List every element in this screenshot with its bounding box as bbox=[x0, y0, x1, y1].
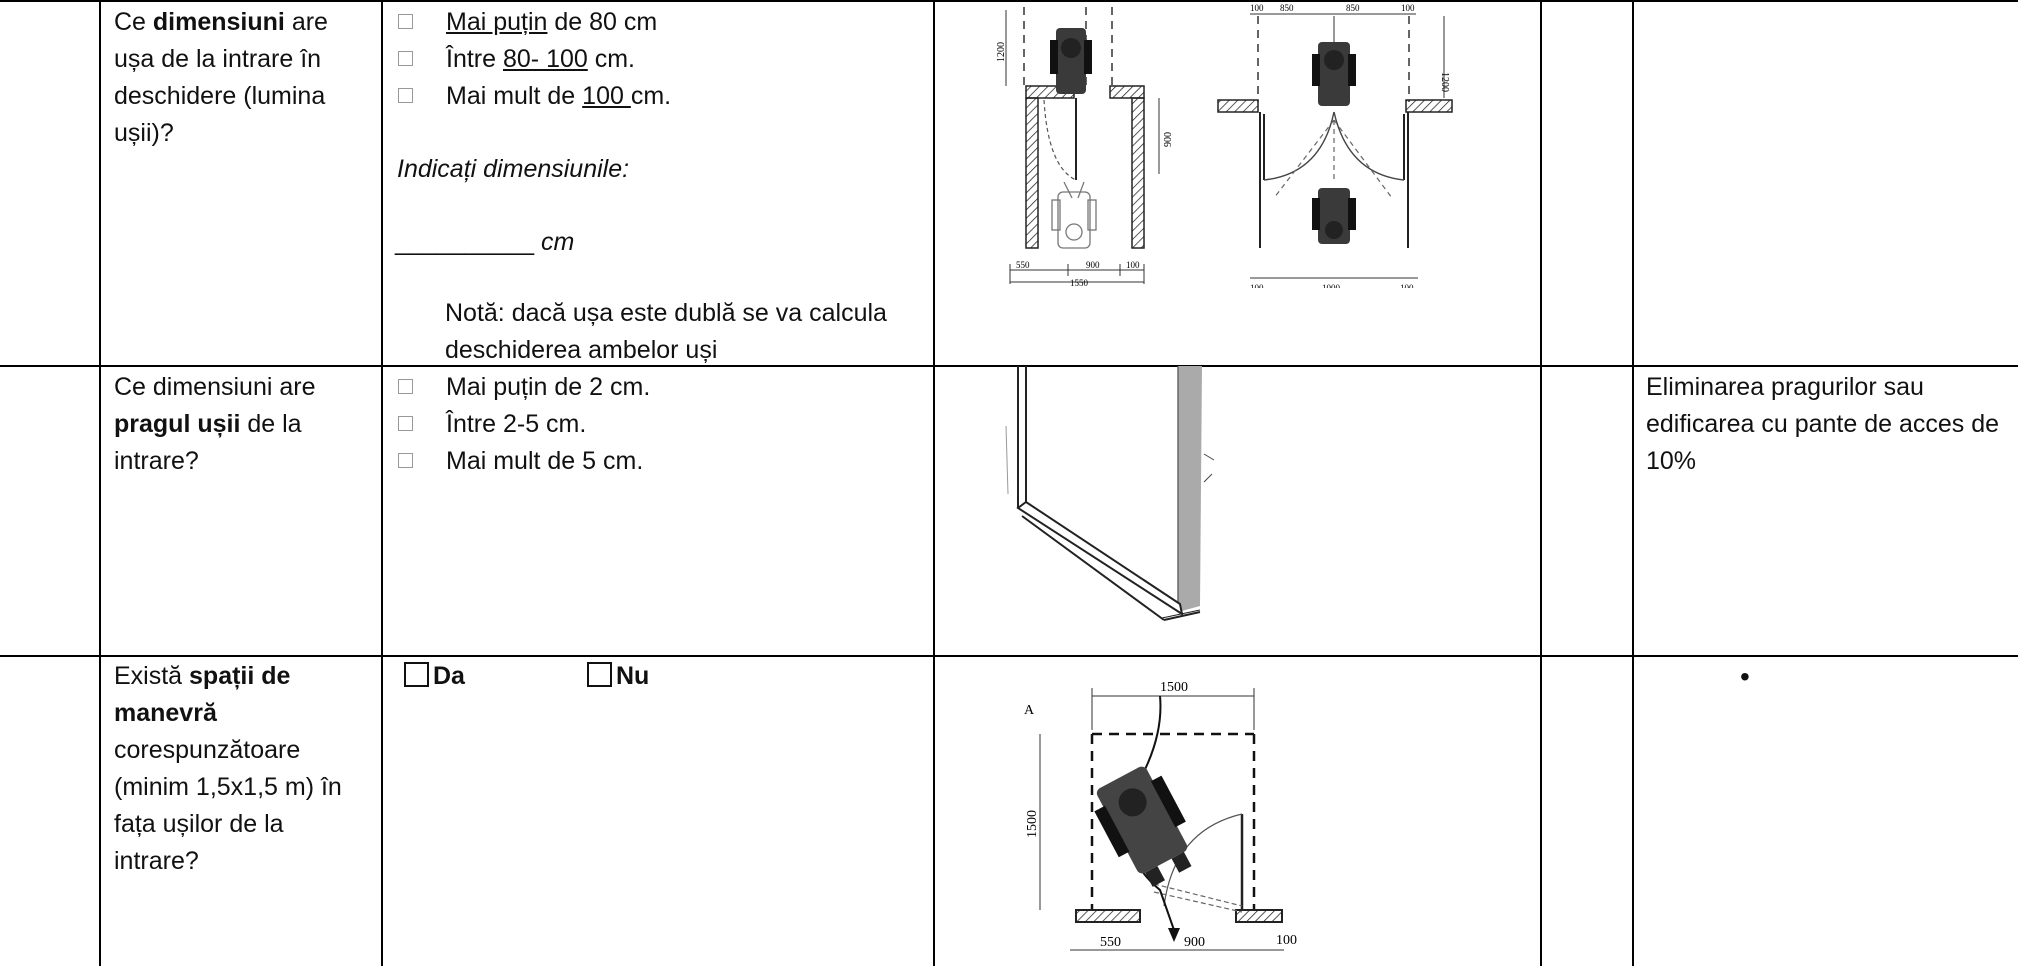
blank-unit: cm bbox=[541, 228, 575, 256]
option-door-less-80[interactable]: Mai puțin de 80 cm bbox=[398, 4, 657, 41]
option-underlined: 100 bbox=[582, 82, 631, 110]
question-text: Ce bbox=[114, 8, 153, 36]
door-width-diagram: 1200 900 550 bbox=[996, 3, 1453, 288]
option-text: de 80 cm bbox=[547, 8, 658, 36]
question-bold: dimensiuni bbox=[152, 8, 285, 36]
recommendation-threshold: Eliminarea pragurilor sau edificarea cu … bbox=[1646, 373, 2000, 475]
indicate-dimensions-label: Indicați dimensiunile: bbox=[397, 155, 630, 183]
top-dim-label: 1500 bbox=[1160, 680, 1188, 695]
option-threshold-less-2[interactable]: Mai puțin de 2 cm. bbox=[398, 369, 650, 406]
row-divider-2 bbox=[0, 655, 2018, 657]
maneuver-space-diagram: A 1500 1500 550 900 100 bbox=[1024, 680, 1297, 951]
left-door-label: 900 bbox=[1163, 132, 1174, 147]
option-threshold-more-5[interactable]: Mai mult de 5 cm. bbox=[398, 443, 643, 480]
option-text: Mai mult de 5 cm. bbox=[446, 447, 644, 475]
col-divider-5 bbox=[1632, 0, 1634, 966]
col-divider-1 bbox=[99, 0, 101, 966]
right-top-b: 850 bbox=[1280, 3, 1294, 13]
row-divider-1 bbox=[0, 365, 2018, 367]
question-text: de la intrare? bbox=[114, 410, 302, 475]
option-text: Între 2-5 cm. bbox=[446, 410, 587, 438]
question-text: are ușa de la intrare în deschidere (lum… bbox=[114, 8, 328, 147]
option-underlined: Mai puțin bbox=[446, 8, 548, 36]
table-border-top bbox=[0, 0, 2018, 2]
door-threshold-diagram bbox=[1005, 366, 1215, 621]
option-yes[interactable]: Da bbox=[404, 658, 465, 695]
option-text: Între bbox=[446, 45, 503, 73]
left-total: 1550 bbox=[1070, 278, 1089, 288]
option-text: cm. bbox=[587, 45, 635, 73]
question-text: Există bbox=[114, 662, 190, 690]
left-bottom-a: 550 bbox=[1016, 260, 1030, 270]
option-no[interactable]: Nu bbox=[587, 658, 649, 695]
option-underlined: 80- 100 bbox=[502, 45, 588, 73]
question-text: corespunzătoare (minim 1,5x1,5 m) în faț… bbox=[114, 736, 342, 875]
col-divider-3 bbox=[933, 0, 935, 966]
right-top-a: 100 bbox=[1250, 3, 1264, 13]
question-text: Ce dimensiuni are bbox=[114, 373, 316, 401]
checkbox[interactable] bbox=[398, 87, 413, 103]
right-top-d: 100 bbox=[1401, 3, 1415, 13]
question-bold: pragul ușii bbox=[114, 410, 241, 438]
left-door-plan: 1200 900 550 bbox=[996, 7, 1174, 288]
checkbox[interactable] bbox=[398, 13, 413, 29]
bottom-dim-a: 550 bbox=[1100, 935, 1121, 950]
col-divider-2 bbox=[381, 0, 383, 966]
bottom-dim-b: 900 bbox=[1184, 935, 1205, 950]
right-bottom-a: 100 bbox=[1250, 283, 1264, 288]
checkbox[interactable] bbox=[398, 452, 413, 468]
col-divider-4 bbox=[1540, 0, 1542, 966]
option-text: Mai mult de bbox=[446, 82, 583, 110]
right-bottom-b: 1000 bbox=[1322, 283, 1341, 288]
double-door-note: Notă: dacă ușa este dublă se va calcula … bbox=[445, 299, 887, 364]
option-door-more-100[interactable]: Mai mult de 100 cm. bbox=[398, 78, 671, 115]
checkbox-no[interactable] bbox=[587, 662, 612, 688]
option-threshold-2-5[interactable]: Între 2-5 cm. bbox=[398, 406, 586, 443]
checkbox[interactable] bbox=[398, 50, 413, 66]
right-bottom-c: 100 bbox=[1400, 283, 1414, 288]
checkbox-yes[interactable] bbox=[404, 662, 429, 688]
question-bold: spații de manevră bbox=[114, 662, 291, 727]
dimension-blank-field[interactable]: __________ cm bbox=[395, 224, 574, 261]
option-door-80-100[interactable]: Între 80- 100 cm. bbox=[398, 41, 635, 78]
side-dim-label: 1500 bbox=[1025, 810, 1040, 838]
recommendation-bullet: • bbox=[1740, 661, 1750, 692]
question-maneuver-space: Există spații de manevră corespunzătoare… bbox=[114, 658, 374, 880]
left-bottom-c: 100 bbox=[1126, 260, 1140, 270]
option-text: cm. bbox=[630, 82, 672, 110]
option-yes-label: Da bbox=[433, 662, 465, 690]
option-no-label: Nu bbox=[616, 662, 650, 690]
checkbox[interactable] bbox=[398, 415, 413, 431]
question-door-width: Ce dimensiuni are ușa de la intrare în d… bbox=[114, 4, 374, 152]
question-threshold: Ce dimensiuni are pragul ușii de la intr… bbox=[114, 369, 374, 480]
right-height-label: 1200 bbox=[1439, 72, 1450, 92]
left-height-label: 1200 bbox=[996, 42, 1007, 62]
right-top-c: 850 bbox=[1346, 3, 1360, 13]
corner-label-a: A bbox=[1024, 703, 1035, 718]
checkbox[interactable] bbox=[398, 378, 413, 394]
blank-line: __________ bbox=[395, 228, 535, 256]
left-bottom-b: 900 bbox=[1086, 260, 1100, 270]
right-door-plan: 100 850 850 100 1200 bbox=[1217, 3, 1453, 288]
bottom-dim-c: 100 bbox=[1276, 933, 1297, 948]
option-text: Mai puțin de 2 cm. bbox=[446, 373, 651, 401]
